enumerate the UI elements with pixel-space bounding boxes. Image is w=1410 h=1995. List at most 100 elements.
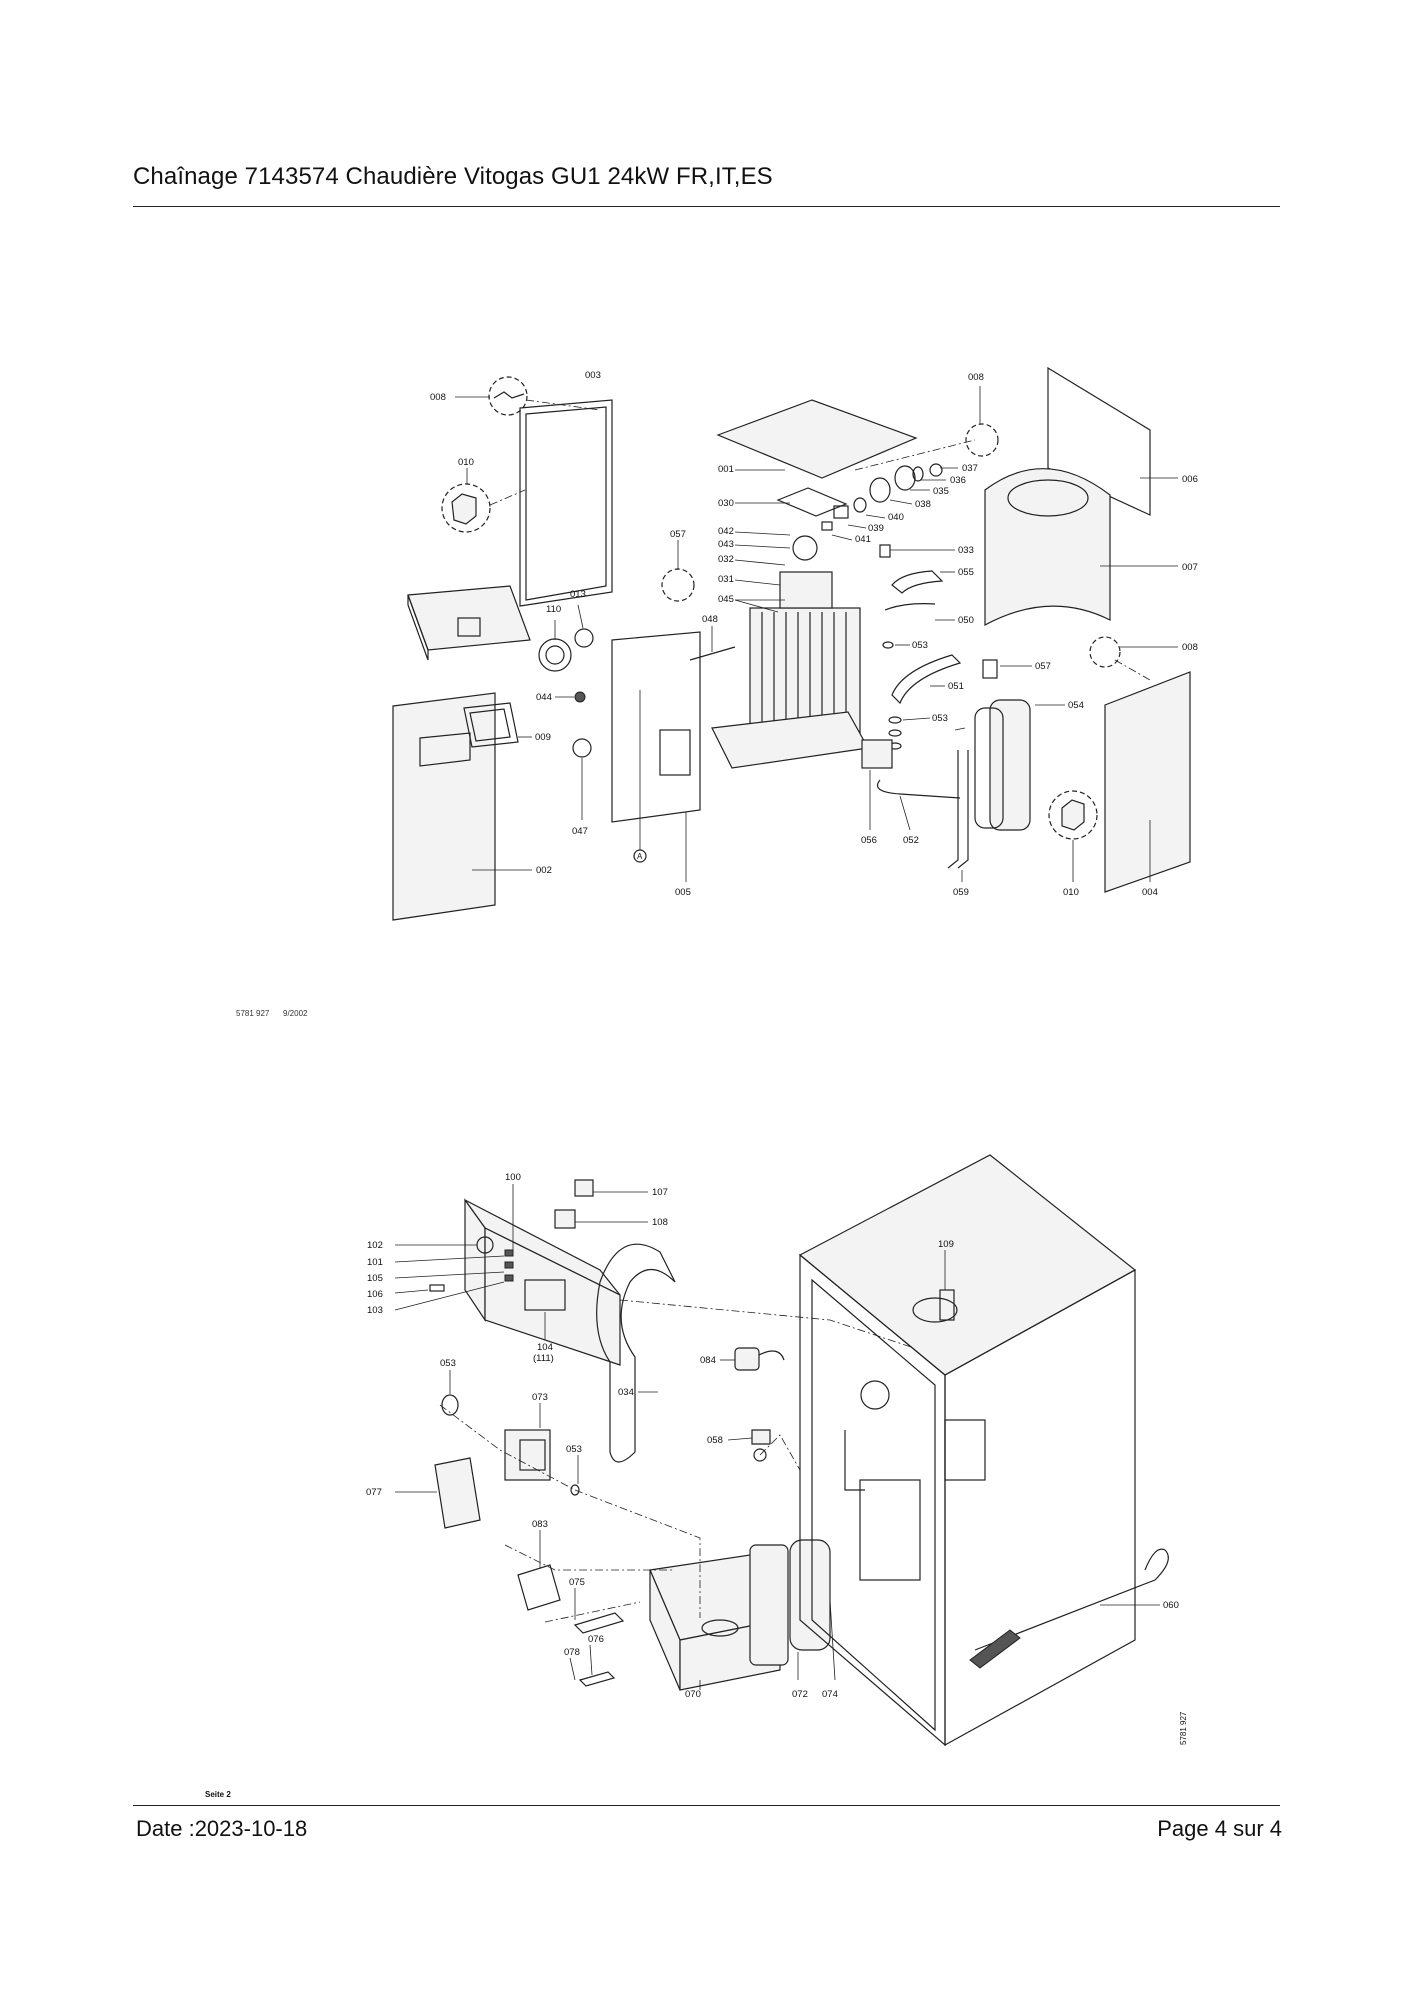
label-041: 041 — [855, 534, 871, 545]
seal-053a — [882, 641, 894, 649]
label-102: 102 — [367, 1240, 383, 1251]
label-106: 106 — [367, 1289, 383, 1300]
label-111: (111) — [533, 1353, 554, 1364]
label-059: 059 — [953, 887, 969, 898]
label-101: 101 — [367, 1257, 383, 1268]
burner-tubes-072 — [749, 1544, 789, 1666]
label-057: 057 — [670, 529, 686, 540]
clip-008-c — [1089, 636, 1121, 668]
combustion-chamber-007 — [984, 468, 1111, 627]
cells-054 — [989, 699, 1031, 831]
label-057: 057 — [1035, 661, 1051, 672]
label-037: 037 — [962, 463, 978, 474]
sensor-033 — [879, 544, 891, 558]
label-055: 055 — [958, 567, 974, 578]
pipe-055 — [891, 570, 944, 594]
label-103: 103 — [367, 1305, 383, 1316]
thermostat-107 — [574, 1179, 594, 1197]
plate-075 — [573, 1612, 625, 1634]
label-110: 110 — [546, 604, 561, 615]
rod-048 — [689, 646, 736, 661]
relay-box-077 — [434, 1457, 481, 1529]
cleaning-brush-060 — [974, 1548, 1169, 1651]
pipe-052 — [876, 779, 961, 799]
label-053: 053 — [912, 640, 928, 651]
label-008: 008 — [430, 392, 446, 403]
header-divider — [133, 206, 1280, 207]
label-006: 006 — [1182, 474, 1198, 485]
label-010: 010 — [458, 457, 474, 468]
boiler-side — [944, 1268, 1136, 1747]
clip-008-detail — [488, 376, 528, 416]
label-008: 008 — [1182, 642, 1198, 653]
label-056: 056 — [861, 835, 877, 846]
knob-013 — [574, 628, 594, 648]
top-cover-001 — [716, 399, 918, 479]
label-078: 078 — [564, 1647, 580, 1658]
label-036: 036 — [950, 475, 966, 486]
tube-059 — [947, 750, 959, 869]
label-042: 042 — [718, 526, 734, 537]
insulation-030 — [776, 487, 848, 517]
label-054: 054 — [1068, 700, 1084, 711]
label-002: 002 — [536, 865, 552, 876]
bottom-labels: 100 107 108 102 101 105 106 103 104 (111… — [366, 1172, 1179, 1700]
clip-010-detail — [441, 483, 491, 533]
thermostat-108 — [554, 1209, 576, 1229]
base-plate — [711, 711, 869, 769]
label-075: 075 — [569, 1577, 585, 1588]
label-A: A — [637, 852, 643, 861]
seite-label: Seite 2 — [205, 1790, 231, 1799]
label-109: 109 — [938, 1239, 954, 1250]
label-010: 010 — [1063, 887, 1079, 898]
thermostat-110 — [538, 638, 572, 672]
label-031: 031 — [718, 574, 734, 585]
burner-tubes-074 — [789, 1539, 831, 1651]
bracket-083 — [517, 1564, 561, 1611]
top-labels: 008 003 008 010 006 001 036 037 035 038 … — [430, 370, 1198, 898]
label-005: 005 — [675, 887, 691, 898]
label-013: 013 — [570, 589, 586, 600]
fitting-058 — [751, 1429, 771, 1445]
label-053: 053 — [566, 1444, 582, 1455]
pipe-051 — [891, 654, 962, 705]
label-003: 003 — [585, 370, 601, 381]
label-076: 076 — [588, 1634, 604, 1645]
label-039: 039 — [868, 523, 884, 534]
seal-053d — [570, 1484, 580, 1496]
label-107: 107 — [652, 1187, 668, 1198]
clip-008-b — [965, 423, 999, 457]
drawing-code-top: 5781 927 — [236, 1009, 270, 1018]
label-051: 051 — [948, 681, 964, 692]
bottom-exploded-view — [394, 1154, 1169, 1747]
label-052: 052 — [903, 835, 919, 846]
label-033: 033 — [958, 545, 974, 556]
footer-date: Date :2023-10-18 — [136, 1816, 308, 1841]
label-044: 044 — [536, 692, 552, 703]
plate-076 — [578, 1671, 616, 1687]
document-title: Chaînage 7143574 Chaudière Vitogas GU1 2… — [133, 163, 773, 190]
rear-panel-005 — [611, 631, 701, 823]
drawing-code-bottom: 5781 927 — [1179, 1711, 1188, 1745]
marker-A — [633, 849, 647, 863]
label-077: 077 — [366, 1487, 382, 1498]
label-043: 043 — [718, 539, 734, 550]
fitting-042 — [792, 535, 818, 561]
label-007: 007 — [1182, 562, 1198, 573]
label-108: 108 — [652, 1217, 668, 1228]
label-073: 073 — [532, 1392, 548, 1403]
label-058: 058 — [707, 1435, 723, 1446]
display-frame-009 — [463, 702, 519, 748]
label-050: 050 — [958, 615, 974, 626]
label-034: 034 — [618, 1387, 634, 1398]
label-072: 072 — [792, 1689, 808, 1700]
side-panel-003 — [519, 399, 613, 607]
display-104 — [524, 1279, 566, 1311]
label-045: 045 — [718, 594, 734, 605]
label-032: 032 — [718, 554, 734, 565]
nut-040 — [853, 497, 867, 513]
label-084: 084 — [700, 1355, 716, 1366]
ring-037 — [929, 463, 943, 477]
gas-valve-073 — [504, 1429, 551, 1481]
label-048: 048 — [702, 614, 718, 625]
